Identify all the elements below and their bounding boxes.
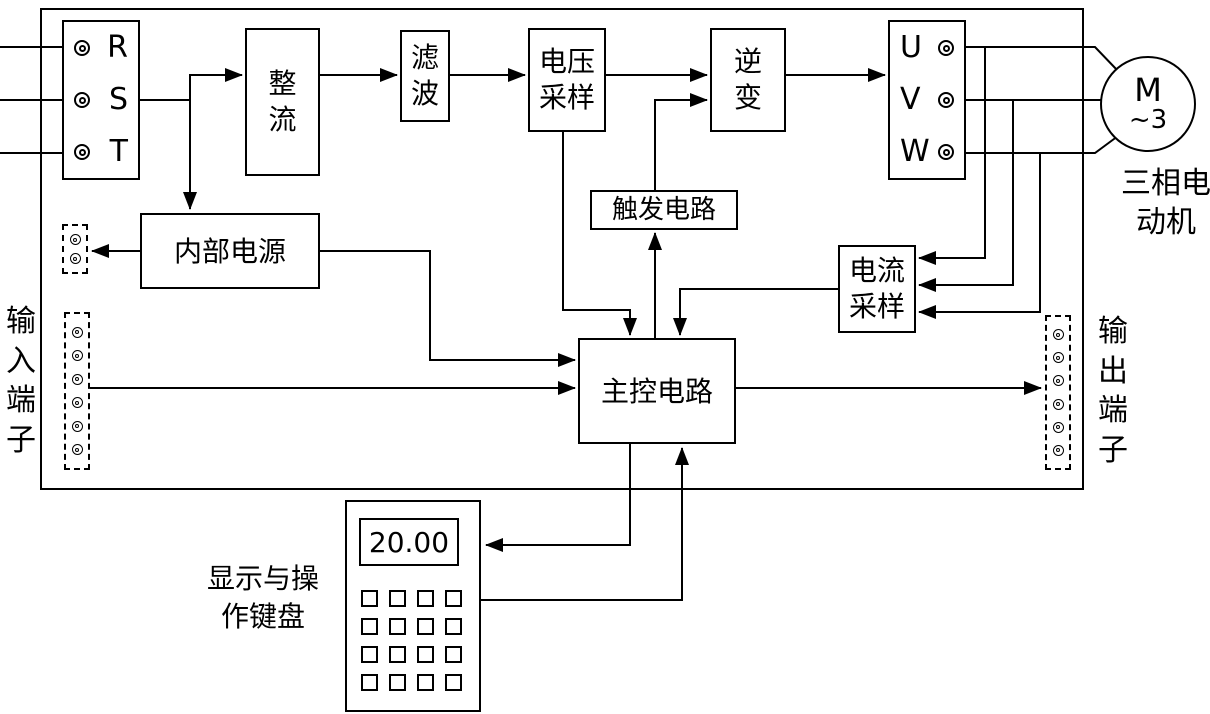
keypad-button [361,674,378,691]
terminal-circle-icon [74,40,90,56]
phase-label-v: V [900,82,921,118]
terminal-circle-icon [71,326,83,338]
terminal-row-t: T [74,133,128,171]
keypad-button [445,590,462,607]
terminal-circle-icon [1052,352,1064,364]
keypad-display: 20.00 [359,518,459,566]
input-terminal-strip [64,312,90,470]
motor-phase-text: ~3 [1128,104,1168,135]
wire-w-to-motor [966,135,1119,154]
motor-letter: M [1134,70,1162,109]
terminal-circle-icon [69,234,81,245]
keypad-button [361,646,378,663]
block-inverter-label: 逆变 [733,44,762,114]
phase-label-t: T [109,134,128,170]
block-voltage-sampling-label: 电压采样 [538,44,595,114]
keypad-button [361,618,378,635]
terminal-circle-icon [74,144,90,160]
keypad-button [417,674,434,691]
terminal-circle-icon [1052,421,1064,433]
terminal-circle-icon [69,253,81,264]
keypad-caption: 显示与操作键盘 [206,562,319,633]
keypad-display-value: 20.00 [368,525,450,559]
wire-trigger-to-inverter [654,93,708,190]
terminal-circle-icon [938,144,954,160]
block-filter: 滤波 [400,30,450,122]
block-voltage-sampling: 电压采样 [528,28,606,132]
terminal-circle-icon [71,444,83,456]
keypad-button [417,646,434,663]
aux-power-terminal-strip [62,224,88,274]
terminal-circle-icon [71,397,83,409]
terminal-circle-icon [1052,375,1064,387]
wire-keypad-to-main-control [479,447,689,601]
motor-caption: 三相电动机 [1121,166,1210,240]
block-rectifier-label: 整流 [268,66,297,136]
keypad-button [417,618,434,635]
block-internal-power: 内部电源 [140,213,320,289]
wire-u-to-current-sampling [918,47,986,265]
keypad-button [445,674,462,691]
terminal-row-r: R [74,29,128,67]
terminal-row-w: W [900,133,954,171]
keypad-button [389,590,406,607]
keypad-button [361,590,378,607]
terminal-circle-icon [71,373,83,385]
terminal-row-u: U [900,29,954,67]
block-current-sampling-label: 电流采样 [848,253,905,323]
block-inverter: 逆变 [710,28,786,132]
block-main-control-label: 主控电路 [600,374,713,408]
terminal-row-v: V [900,81,954,119]
keypad-button [389,646,406,663]
block-rectifier: 整流 [245,28,320,176]
keypad-button [417,590,434,607]
motor-symbol: M ~3 [1100,56,1196,152]
block-trigger-circuit: 触发电路 [590,190,738,230]
keypad-button [445,618,462,635]
phase-label-r: R [107,30,128,66]
keypad-button [389,618,406,635]
wire-v-to-current-sampling [918,100,1014,292]
wire-u-to-motor [966,46,1119,72]
input-phase-terminal-block: R S T [62,20,140,180]
block-trigger-circuit-label: 触发电路 [611,194,716,225]
keypad-button [389,674,406,691]
phase-label-s: S [108,82,128,118]
block-filter-label: 滤波 [410,40,439,110]
terminal-circle-icon [1052,398,1064,410]
keypad-buttons [361,590,462,691]
wire-main-control-to-keypad [485,443,631,552]
drive-enclosure [40,8,1084,490]
block-internal-power-label: 内部电源 [173,234,286,268]
keypad-button [445,646,462,663]
terminal-circle-icon [71,420,83,432]
terminal-circle-icon [1052,444,1064,456]
terminal-circle-icon [938,92,954,108]
wire-w-to-current-sampling [918,153,1041,319]
phase-label-u: U [900,30,922,66]
input-terminal-side-label: 输入端子 [6,304,36,458]
terminal-circle-icon [938,40,954,56]
block-current-sampling: 电流采样 [838,245,916,333]
output-phase-terminal-block: U V W [888,20,966,180]
wire-internal-power-to-main-control [319,250,576,367]
wire-current-sampling-to-main-control [673,288,840,336]
terminal-circle-icon [74,92,90,108]
terminal-circle-icon [1052,329,1064,341]
phase-label-w: W [900,134,930,170]
output-terminal-strip [1045,315,1071,470]
wire-voltage-sampling-to-main-control [562,131,637,336]
wire-rst-to-rectifier [140,68,243,101]
terminal-row-s: S [74,81,128,119]
output-terminal-side-label: 输出端子 [1098,314,1128,468]
block-main-control: 主控电路 [578,338,736,444]
terminal-circle-icon [71,350,83,362]
